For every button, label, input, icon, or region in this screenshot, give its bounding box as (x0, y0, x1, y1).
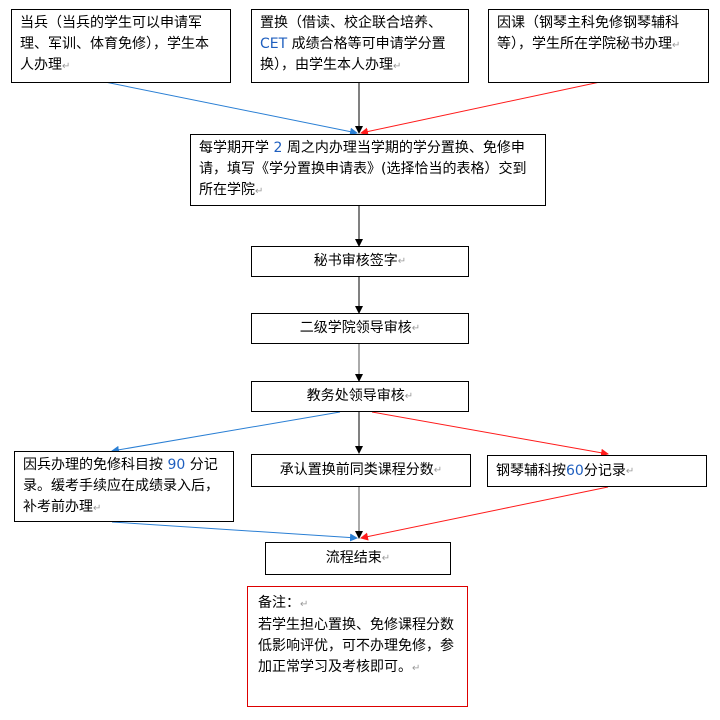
college-review-box: 二级学院领导审核↵ (251, 313, 469, 344)
start-box-course: 因课（钢琴主科免修钢琴辅科等），学生所在学院秘书办理↵ (488, 9, 709, 83)
arrow-ke-to-apply (360, 81, 601, 136)
arrow-office-to-bing-result (111, 411, 341, 454)
start-box-military: 当兵（当兵的学生可以申请军理、军训、体育免修），学生本人办理↵ (11, 9, 231, 83)
remark-box: 备注：↵ 若学生担心置换、免修课程分数低影响评优，可不办理免修，参加正常学习及考… (247, 586, 468, 707)
result-box-course: 钢琴辅科按 60 分记录↵ (487, 455, 707, 487)
secretary-review-box: 秘书审核签字↵ (251, 246, 469, 277)
start-box-substitution: 置换（借读、校企联合培养、CET 成绩合格等可申请学分置换），由学生本人办理↵ (251, 9, 469, 83)
remark-title: 备注： (258, 595, 300, 611)
arrow-bing-to-apply (104, 81, 358, 136)
arrow-ke-result-to-end (360, 486, 609, 541)
arrow-bing-result-to-end (111, 521, 358, 542)
result-box-military: 因兵办理的免修科目按 90 分记录。缓考手续应在成绩录入后，补考前办理↵ (14, 451, 234, 522)
arrow-office-to-ke-result (371, 411, 609, 457)
remark-body: 若学生担心置换、免修课程分数低影响评优，可不办理免修，参加正常学习及考核即可。 (258, 617, 454, 675)
result-box-substitution: 承认置换前同类课程分数↵ (251, 454, 471, 487)
academic-office-review-box: 教务处领导审核↵ (251, 381, 469, 412)
application-box: 每学期开学 2 周之内办理当学期的学分置换、免修申请，填写《学分置换申请表》(选… (190, 134, 546, 206)
process-end-box: 流程结束↵ (265, 542, 451, 575)
